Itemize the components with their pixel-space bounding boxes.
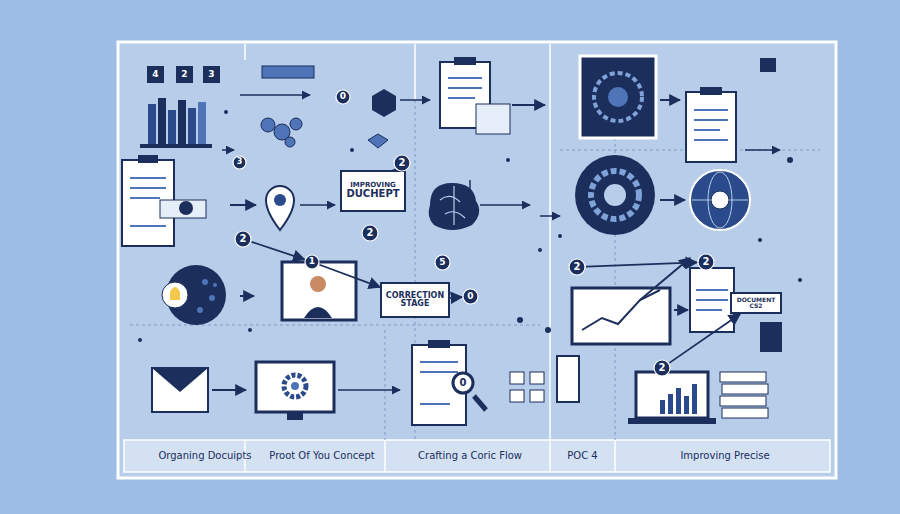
node-text: 2 (703, 257, 710, 268)
callout-number: 2 (568, 258, 586, 276)
node-text: 5 (439, 258, 445, 267)
node-text: 0 (467, 292, 473, 301)
node-text: 0 (460, 378, 467, 389)
flow-arrow (669, 314, 740, 363)
node-text: 2 (367, 228, 374, 239)
node-text: CORRECTION STAGE (384, 292, 446, 309)
flow-arrow (252, 242, 305, 260)
flow-arrow (320, 265, 380, 287)
callout-number: 2 (697, 253, 715, 271)
step-square: 3 (203, 66, 220, 83)
callout-number: 2 (653, 359, 671, 377)
callout-number: 2 (234, 230, 252, 248)
callout-number: 0 (452, 372, 474, 394)
callout-number: 0 (335, 89, 351, 105)
node-text: 2 (574, 262, 581, 273)
step-square: 2 (176, 66, 193, 83)
stage-caption: Crafting a Coric Flow (405, 450, 535, 461)
stage-caption: POC 4 (550, 450, 615, 461)
callout-number: 3 (232, 155, 247, 170)
node-text: 2 (181, 70, 187, 79)
callout-number: 0 (462, 288, 479, 305)
stage-caption: Proot Of You Concept (262, 450, 382, 461)
node-text: 1 (309, 257, 315, 266)
node-text: 2 (659, 363, 666, 374)
stage-caption: Improving Precise (625, 450, 825, 461)
node-text: DUCHEPT (346, 189, 399, 200)
process-box: DOCUMENT CS2 (730, 292, 782, 314)
node-text: 3 (237, 158, 243, 166)
node-text: 0 (340, 92, 346, 101)
step-square: 4 (147, 66, 164, 83)
node-text: 4 (152, 70, 158, 79)
callout-number: 2 (361, 224, 379, 242)
node-text: 2 (240, 234, 247, 245)
callout-number: 1 (304, 254, 320, 270)
callout-number: 2 (393, 154, 411, 172)
node-text: DOCUMENT CS2 (734, 297, 778, 310)
process-box: IMPROVINGDUCHEPT (340, 170, 406, 212)
flow-arrow (450, 296, 462, 299)
node-text: 2 (399, 158, 406, 169)
process-box: CORRECTION STAGE (380, 282, 450, 318)
callout-number: 5 (434, 254, 451, 271)
node-text: IMPROVING (350, 182, 395, 189)
flow-arrow (586, 262, 697, 266)
stage-caption: Organing Docuipts (130, 450, 280, 461)
node-text: 3 (208, 70, 214, 79)
